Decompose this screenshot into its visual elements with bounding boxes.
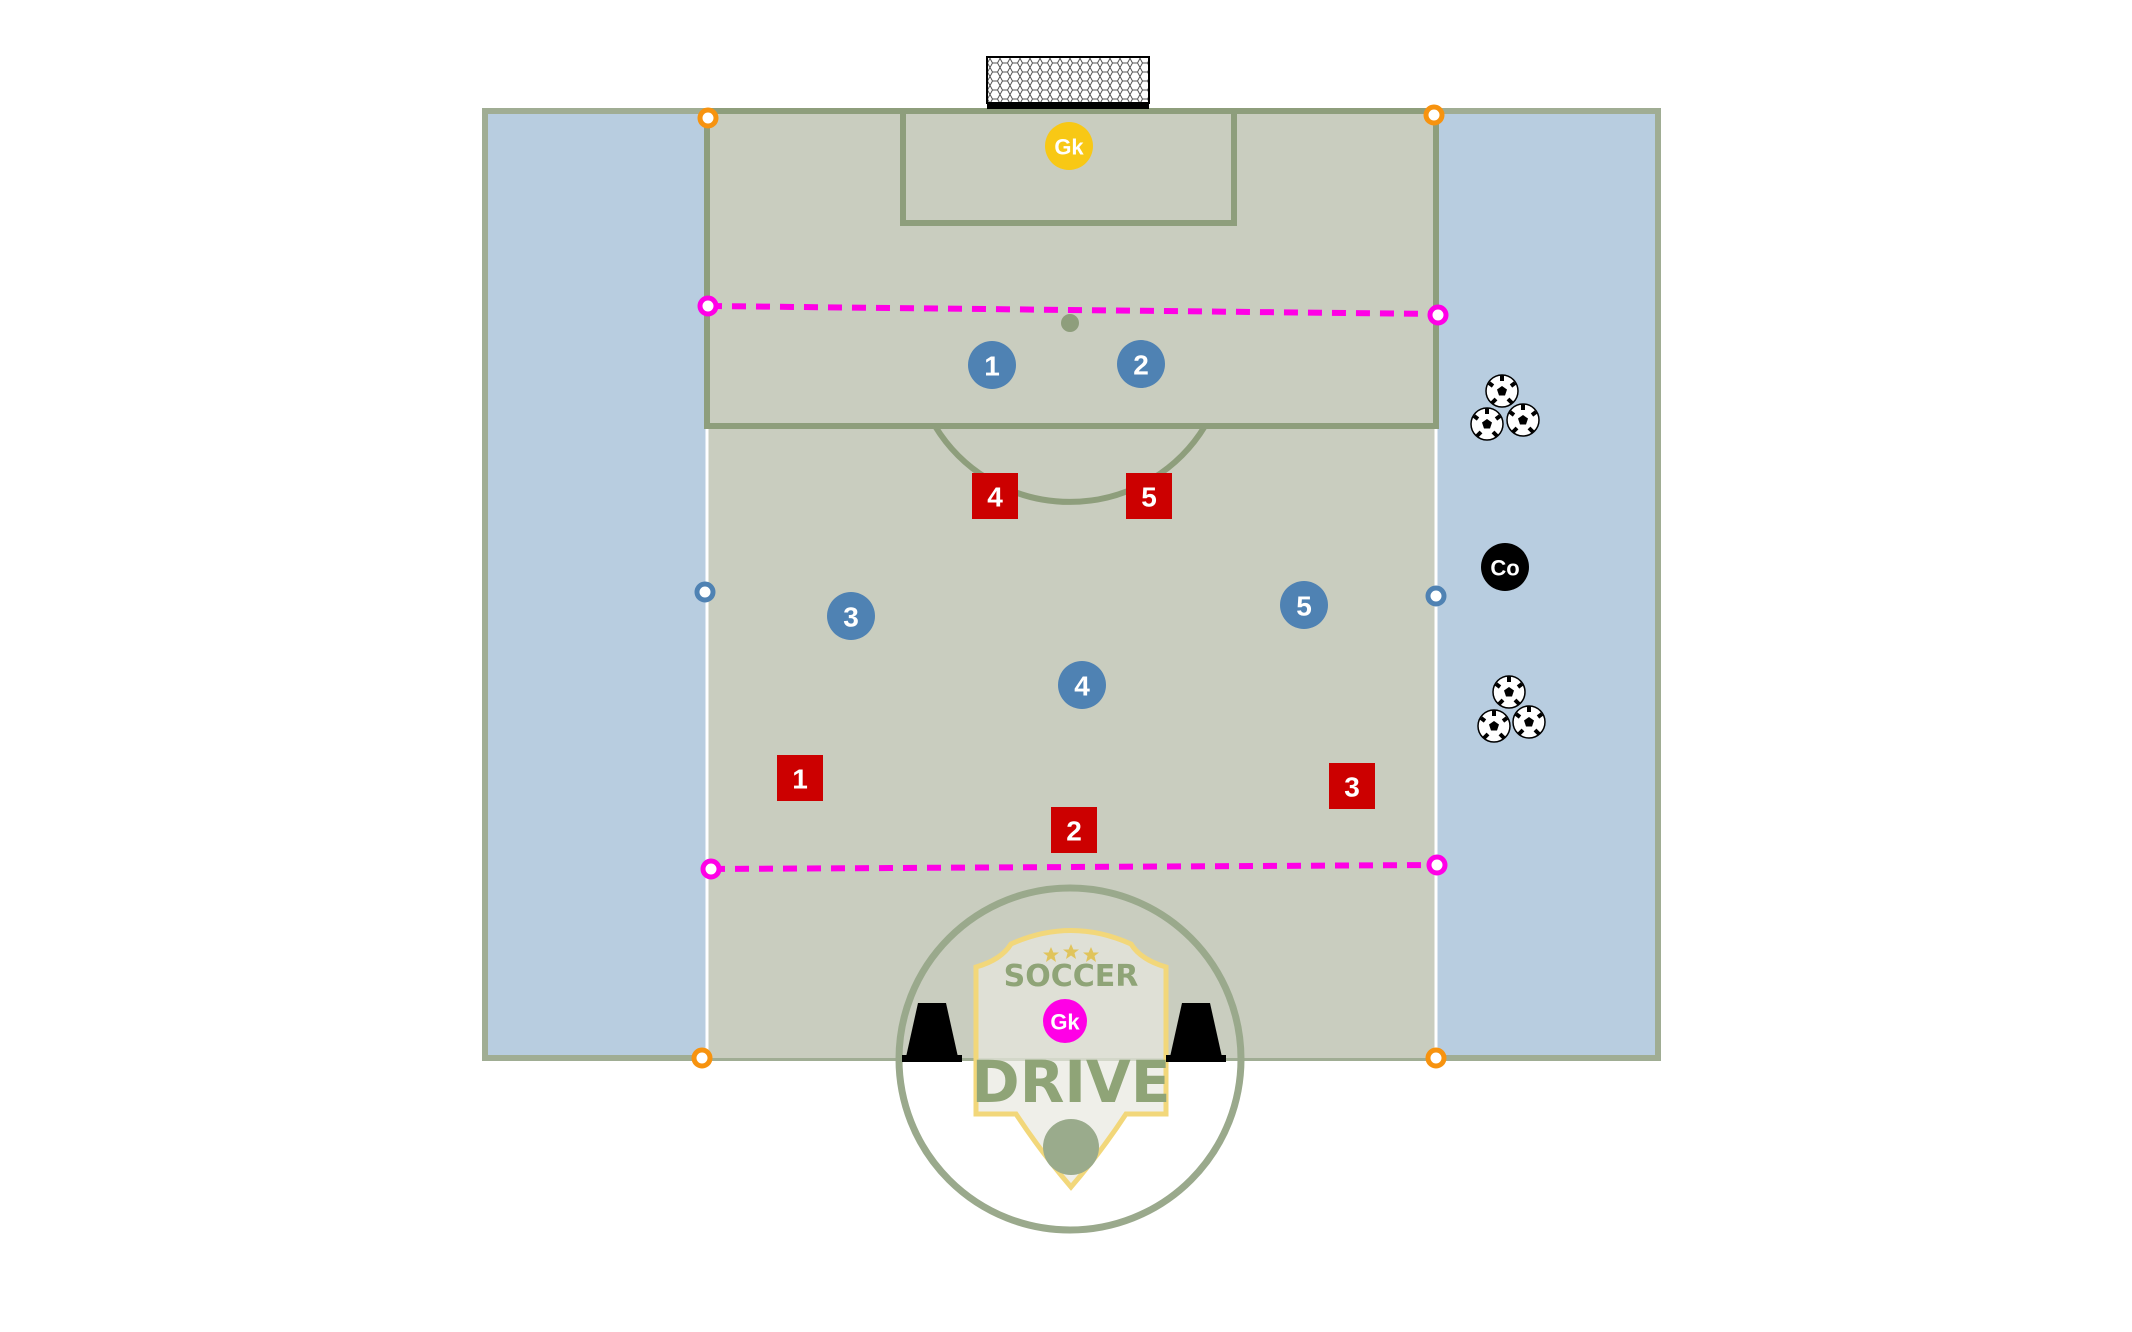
- svg-text:Gk: Gk: [1050, 1010, 1080, 1035]
- blue-player[interactable]: 1: [968, 341, 1016, 389]
- magenta-marker: [1427, 304, 1449, 326]
- soccer-ball-icon: [1491, 674, 1527, 710]
- svg-text:5: 5: [1296, 591, 1312, 622]
- cone-base: [1166, 1055, 1226, 1062]
- goalkeeper-yellow[interactable]: Gk: [1045, 122, 1093, 170]
- cone-base: [902, 1055, 962, 1062]
- dashed-line-top: [707, 303, 1437, 317]
- cone-icon: [906, 1003, 958, 1057]
- svg-text:3: 3: [1344, 772, 1360, 803]
- magenta-marker: [697, 295, 719, 317]
- red-player[interactable]: 5: [1126, 473, 1172, 519]
- magenta-marker: [700, 858, 722, 880]
- logo-text-bottom: DRIVE: [972, 1048, 1171, 1116]
- soccer-ball-icon: [1476, 708, 1512, 744]
- penalty-spot: [1061, 314, 1079, 332]
- goal-net: [986, 56, 1150, 104]
- center-circle: [895, 884, 1245, 1234]
- cone-icon: [1170, 1003, 1222, 1057]
- blue-player[interactable]: 5: [1280, 581, 1328, 629]
- blue-marker: [1425, 585, 1447, 607]
- svg-text:3: 3: [843, 602, 859, 633]
- logo-ball-icon: [1043, 1119, 1099, 1175]
- svg-text:2: 2: [1066, 816, 1082, 847]
- goal-box: [900, 108, 1237, 226]
- coach[interactable]: Co: [1481, 543, 1529, 591]
- blue-player[interactable]: 2: [1117, 340, 1165, 388]
- svg-text:1: 1: [792, 764, 808, 795]
- goal-line: [987, 103, 1149, 109]
- soccer-ball-icon: [1511, 704, 1547, 740]
- svg-text:1: 1: [984, 351, 1000, 382]
- svg-text:5: 5: [1141, 482, 1157, 513]
- dashed-line-bottom: [710, 862, 1437, 872]
- soccer-ball-icon: [1505, 402, 1541, 438]
- red-player[interactable]: 3: [1329, 763, 1375, 809]
- svg-text:Co: Co: [1490, 556, 1519, 581]
- orange-marker: [697, 107, 719, 129]
- soccer-drive-logo: SOCCER DRIVE: [972, 928, 1171, 1191]
- orange-marker: [691, 1047, 713, 1069]
- red-player[interactable]: 2: [1051, 807, 1097, 853]
- soccer-ball-icon: [1469, 406, 1505, 442]
- blue-player[interactable]: 3: [827, 592, 875, 640]
- svg-text:4: 4: [987, 482, 1003, 513]
- orange-marker: [1423, 104, 1445, 126]
- orange-marker: [1425, 1047, 1447, 1069]
- blue-marker: [694, 581, 716, 603]
- penalty-arc: [932, 424, 1208, 505]
- magenta-marker: [1426, 854, 1448, 876]
- logo-text-top: SOCCER: [1004, 959, 1139, 994]
- svg-text:Gk: Gk: [1054, 135, 1084, 160]
- soccer-ball-icon: [1484, 373, 1520, 409]
- goalkeeper-magenta[interactable]: Gk: [1043, 999, 1087, 1043]
- red-player[interactable]: 1: [777, 755, 823, 801]
- blue-player[interactable]: 4: [1058, 661, 1106, 709]
- red-player[interactable]: 4: [972, 473, 1018, 519]
- svg-text:4: 4: [1074, 671, 1090, 702]
- svg-text:2: 2: [1133, 350, 1149, 381]
- central-zone: [707, 111, 1436, 1058]
